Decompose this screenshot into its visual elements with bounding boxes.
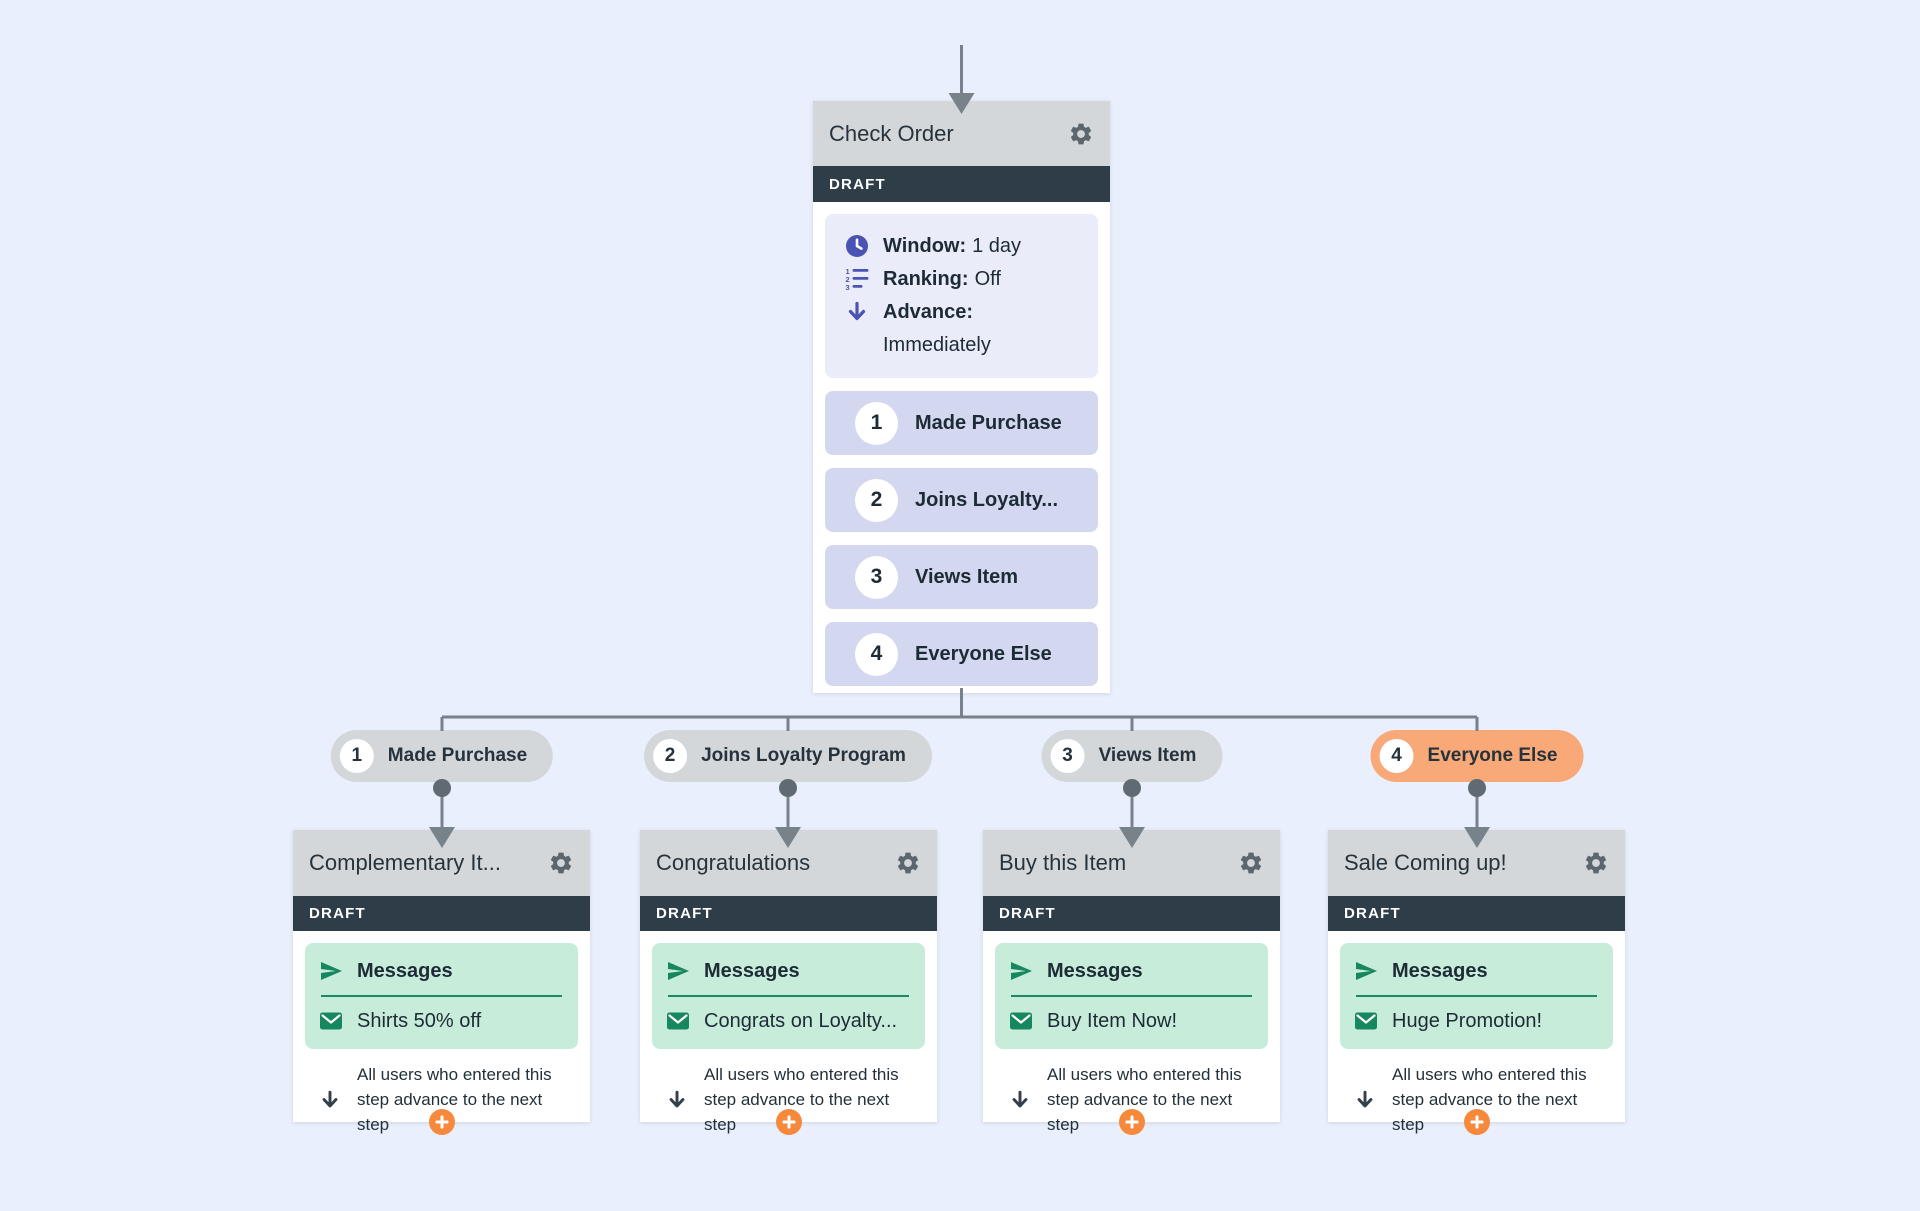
action-card-title: Congratulations bbox=[656, 850, 811, 875]
send-icon bbox=[319, 959, 343, 983]
pill-number: 2 bbox=[653, 739, 688, 773]
action-card-congratulations[interactable]: Congratulations DRAFT Messages Congrats … bbox=[640, 830, 937, 1135]
advance-down-icon bbox=[1009, 1089, 1031, 1111]
action-card-complementary[interactable]: Complementary It... DRAFT Messages Shirt… bbox=[293, 830, 590, 1135]
divider bbox=[1356, 995, 1597, 997]
status-badge: DRAFT bbox=[640, 896, 937, 931]
advance-down-icon bbox=[666, 1089, 688, 1111]
setting-row-advance: Advance: Immediately bbox=[845, 296, 1086, 362]
action-card-header[interactable]: Sale Coming up! bbox=[1328, 830, 1625, 896]
branch-row-1[interactable]: 1 Made Purchase bbox=[825, 391, 1098, 455]
messages-header-row: Messages bbox=[1009, 955, 1254, 987]
messages-header-row: Messages bbox=[319, 955, 564, 987]
status-badge: DRAFT bbox=[813, 166, 1110, 202]
action-card-header[interactable]: Congratulations bbox=[640, 830, 937, 896]
branch-row-3[interactable]: 3 Views Item bbox=[825, 545, 1098, 609]
message-row[interactable]: Congrats on Loyalty... bbox=[666, 1005, 911, 1037]
action-card-sale-coming-up[interactable]: Sale Coming up! DRAFT Messages Huge Prom… bbox=[1328, 830, 1625, 1135]
messages-panel[interactable]: Messages Buy Item Now! bbox=[995, 943, 1268, 1049]
divider bbox=[668, 995, 909, 997]
setting-label: Advance: bbox=[883, 301, 974, 323]
setting-row-ranking: Ranking:Off bbox=[845, 263, 1086, 296]
branch-number: 4 bbox=[855, 632, 898, 676]
messages-header-row: Messages bbox=[666, 955, 911, 987]
messages-panel[interactable]: Messages Huge Promotion! bbox=[1340, 943, 1613, 1049]
branch-number: 3 bbox=[855, 555, 898, 599]
branch-row-2[interactable]: 2 Joins Loyalty... bbox=[825, 468, 1098, 532]
status-badge: DRAFT bbox=[293, 896, 590, 931]
branch-row-4[interactable]: 4 Everyone Else bbox=[825, 622, 1098, 686]
action-card-title: Complementary It... bbox=[309, 850, 501, 875]
add-step-button[interactable] bbox=[1463, 1109, 1490, 1135]
action-card-title: Sale Coming up! bbox=[1344, 850, 1507, 875]
action-card-title: Buy this Item bbox=[999, 850, 1127, 875]
messages-panel[interactable]: Messages Shirts 50% off bbox=[305, 943, 578, 1049]
pill-everyone-else[interactable]: 4 Everyone Else bbox=[1370, 730, 1584, 782]
gear-icon[interactable] bbox=[895, 850, 921, 876]
clock-icon bbox=[845, 234, 869, 258]
advance-note: All users who entered this step advance … bbox=[666, 1062, 919, 1137]
gear-icon[interactable] bbox=[548, 850, 574, 876]
setting-label: Ranking: bbox=[883, 268, 969, 290]
pill-made-purchase[interactable]: 1 Made Purchase bbox=[330, 730, 554, 782]
add-step-button[interactable] bbox=[428, 1109, 455, 1135]
envelope-icon bbox=[666, 1009, 690, 1033]
trigger-card-title: Check Order bbox=[829, 120, 954, 146]
add-step-button[interactable] bbox=[775, 1109, 802, 1135]
trigger-card[interactable]: Check Order DRAFT Window:1 day Ranking:O… bbox=[813, 101, 1110, 693]
advance-icon bbox=[845, 300, 869, 324]
add-step-button[interactable] bbox=[1118, 1109, 1145, 1135]
setting-row-window: Window:1 day bbox=[845, 230, 1086, 263]
pill-joins-loyalty-program[interactable]: 2 Joins Loyalty Program bbox=[644, 730, 932, 782]
advance-down-icon bbox=[319, 1089, 341, 1111]
message-row[interactable]: Shirts 50% off bbox=[319, 1005, 564, 1037]
envelope-icon bbox=[319, 1009, 343, 1033]
message-row[interactable]: Buy Item Now! bbox=[1009, 1005, 1254, 1037]
envelope-icon bbox=[1354, 1009, 1378, 1033]
action-card-buy-this-item[interactable]: Buy this Item DRAFT Messages Buy Item No… bbox=[983, 830, 1280, 1135]
send-icon bbox=[1009, 959, 1033, 983]
message-row[interactable]: Huge Promotion! bbox=[1354, 1005, 1599, 1037]
advance-note: All users who entered this step advance … bbox=[319, 1062, 572, 1137]
setting-label: Window: bbox=[883, 235, 967, 257]
branch-number: 2 bbox=[855, 478, 898, 522]
pill-views-item[interactable]: 3 Views Item bbox=[1041, 730, 1223, 782]
gear-icon[interactable] bbox=[1583, 850, 1609, 876]
advance-note: All users who entered this step advance … bbox=[1009, 1062, 1262, 1137]
branch-number: 1 bbox=[855, 401, 898, 445]
status-badge: DRAFT bbox=[983, 896, 1280, 931]
trigger-card-header[interactable]: Check Order bbox=[813, 101, 1110, 166]
divider bbox=[321, 995, 562, 997]
send-icon bbox=[666, 959, 690, 983]
setting-value: Off bbox=[974, 268, 1001, 290]
pill-number: 1 bbox=[339, 739, 374, 773]
gear-icon[interactable] bbox=[1238, 850, 1264, 876]
setting-value: 1 day bbox=[972, 235, 1022, 257]
status-badge: DRAFT bbox=[1328, 896, 1625, 931]
advance-note: All users who entered this step advance … bbox=[1354, 1062, 1607, 1137]
messages-panel[interactable]: Messages Congrats on Loyalty... bbox=[652, 943, 925, 1049]
envelope-icon bbox=[1009, 1009, 1033, 1033]
action-card-header[interactable]: Buy this Item bbox=[983, 830, 1280, 896]
ranking-icon bbox=[845, 267, 869, 291]
gear-icon[interactable] bbox=[1068, 121, 1094, 147]
action-card-header[interactable]: Complementary It... bbox=[293, 830, 590, 896]
trigger-card-body: Window:1 day Ranking:Off Advance: Immedia… bbox=[813, 202, 1110, 698]
divider bbox=[1011, 995, 1252, 997]
trigger-settings-panel: Window:1 day Ranking:Off Advance: Immedia… bbox=[825, 214, 1098, 378]
messages-header-row: Messages bbox=[1354, 955, 1599, 987]
setting-value: Immediately bbox=[883, 334, 991, 356]
pill-number: 3 bbox=[1050, 739, 1085, 773]
advance-down-icon bbox=[1354, 1089, 1376, 1111]
send-icon bbox=[1354, 959, 1378, 983]
pill-number: 4 bbox=[1379, 739, 1414, 773]
